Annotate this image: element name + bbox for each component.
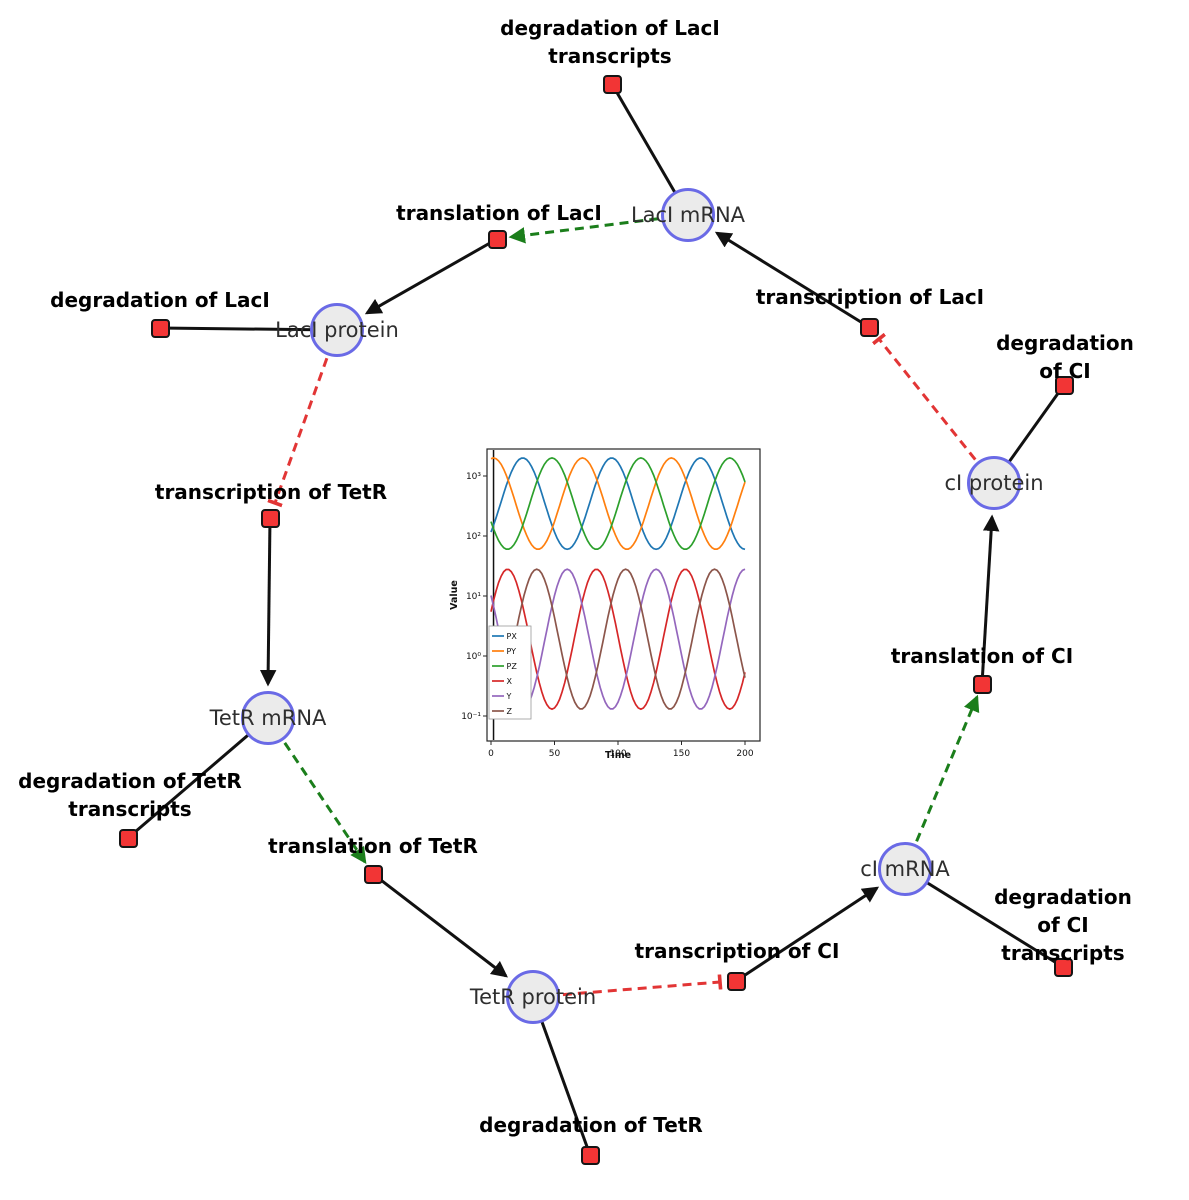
- species-node-tetr-mrna[interactable]: [241, 691, 295, 745]
- edge-transcription-laci-to-laci-mrna: [714, 231, 870, 329]
- edge-tetr-protein-inhibits-transcription-ci: [532, 974, 723, 999]
- series-PZ: [490, 457, 746, 550]
- series-X: [490, 568, 746, 711]
- edge-ci-mrna-to-degradation-transcripts: [904, 867, 1064, 969]
- reaction-node-translation-of-tetr[interactable]: [363, 864, 383, 884]
- reaction-node-degradation-of-tetr[interactable]: [580, 1145, 600, 1165]
- series-PY: [490, 457, 746, 550]
- legend-label-Y: Y: [506, 692, 512, 701]
- edge-translation-laci-to-laci-protein: [364, 237, 498, 315]
- edge-tetr-mrna-to-degradation-transcripts: [127, 716, 269, 840]
- legend-label-PY: PY: [507, 647, 517, 656]
- x-tick-label: 150: [673, 749, 690, 759]
- x-tick-label: 100: [609, 749, 626, 759]
- y-axis-label: Value: [449, 580, 460, 610]
- species-node-ci-protein[interactable]: [967, 456, 1021, 510]
- legend-label-Z: Z: [507, 707, 513, 716]
- edge-ci-protein-inhibits-transcription-laci: [872, 332, 996, 484]
- species-node-ci-mrna[interactable]: [878, 842, 932, 896]
- legend-box: [488, 625, 532, 720]
- reaction-node-translation-of-ci[interactable]: [972, 674, 992, 694]
- legend-label-PZ: PZ: [507, 662, 518, 671]
- legend-label-PX: PX: [507, 632, 518, 641]
- series-PX: [490, 457, 746, 551]
- edge-laci-protein-to-degradation: [159, 326, 338, 332]
- reaction-node-transcription-of-ci[interactable]: [726, 971, 746, 991]
- reaction-node-degradation-of-laci-transcripts[interactable]: [602, 74, 622, 94]
- y-tick-label: 10⁻¹: [461, 712, 481, 722]
- species-node-laci-protein[interactable]: [310, 303, 364, 357]
- y-tick-label: 10¹: [466, 592, 481, 602]
- reaction-node-transcription-of-laci[interactable]: [859, 317, 879, 337]
- x-tick-label: 0: [488, 749, 494, 759]
- edge-translation-ci-to-ci-protein: [980, 514, 1000, 685]
- series-Y: [490, 568, 746, 710]
- edge-ci-mrna-modifies-translation-ci: [903, 694, 980, 870]
- reaction-node-degradation-of-tetr-transcripts[interactable]: [118, 828, 138, 848]
- edge-transcription-tetr-to-tetr-mrna: [259, 517, 277, 687]
- y-tick-label: 10³: [466, 472, 481, 482]
- series-Z: [491, 568, 746, 710]
- edge-laci-protein-inhibits-transcription-tetr: [267, 329, 339, 508]
- x-axis-label: Time: [605, 750, 631, 760]
- species-node-tetr-protein[interactable]: [506, 970, 560, 1024]
- legend-label-X: X: [507, 677, 513, 686]
- x-tick-label: 200: [736, 749, 753, 759]
- y-tick-label: 10²: [466, 532, 481, 542]
- edge-translation-tetr-to-tetr-protein: [372, 872, 508, 978]
- reaction-node-transcription-of-tetr[interactable]: [260, 508, 280, 528]
- y-tick-label: 10⁰: [466, 652, 481, 662]
- x-tick-label: 50: [549, 749, 561, 759]
- edge-tetr-protein-to-degradation: [531, 996, 592, 1156]
- reaction-node-degradation-of-ci-transcripts[interactable]: [1053, 957, 1073, 977]
- reaction-node-degradation-of-ci[interactable]: [1054, 375, 1074, 395]
- species-node-laci-mrna[interactable]: [661, 188, 715, 242]
- reaction-node-translation-of-laci[interactable]: [487, 229, 507, 249]
- edge-transcription-ci-to-ci-mrna: [735, 886, 880, 983]
- reaction-node-degradation-of-laci[interactable]: [150, 318, 170, 338]
